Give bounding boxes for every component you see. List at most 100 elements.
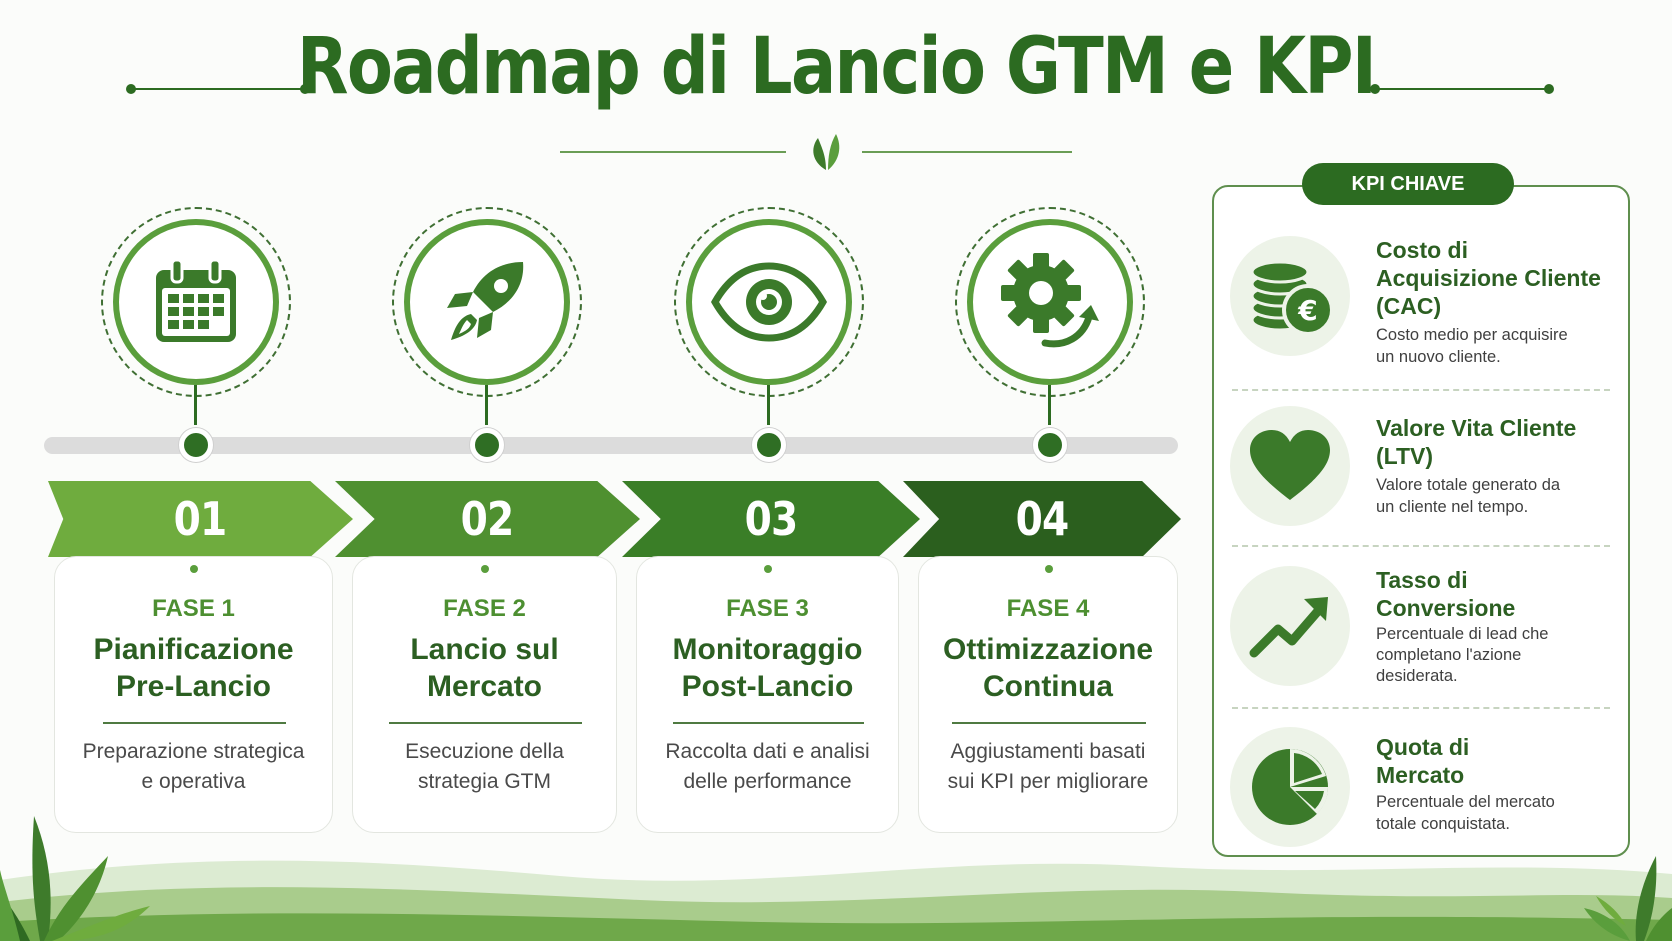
title-right-dot: [1544, 84, 1554, 94]
phase-4-card: FASE 4 Ottimizzazione Continua Aggiustam…: [918, 556, 1178, 833]
phase-title-line: Lancio sul: [410, 633, 559, 666]
kpi-title-line: Valore Vita Cliente: [1376, 415, 1577, 441]
right-plant-decoration: [1584, 856, 1672, 941]
kpi-description-line: completano l'azione: [1376, 646, 1522, 664]
kpi-separator: [1232, 545, 1610, 547]
subtitle-right-line: [862, 151, 1072, 153]
left-plant-decoration: [0, 816, 150, 941]
kpi-title: Tasso di Conversione: [1376, 566, 1612, 622]
title-left-end-dot: [300, 84, 310, 94]
kpi-title-line: Tasso di: [1376, 567, 1468, 593]
phase-1-number: 01: [174, 492, 228, 546]
card-divider: [952, 722, 1146, 724]
kpi-icon-circle: [1230, 727, 1350, 847]
kpi-title: Costo di Acquisizione Cliente (CAC): [1376, 236, 1612, 320]
card-connector-dot: [481, 565, 489, 573]
phase-label: FASE 2: [443, 595, 526, 622]
phase-description: Raccolta dati e analisi delle performanc…: [637, 737, 898, 797]
phase-description-line: delle performance: [683, 770, 852, 793]
title-right-line: [1375, 88, 1547, 90]
kpi-description-line: Costo medio per acquisire: [1376, 326, 1568, 344]
kpi-description: Percentuale del mercato totale conquista…: [1376, 791, 1612, 835]
kpi-description-line: un nuovo cliente.: [1376, 348, 1501, 366]
kpi-title-line: Acquisizione Cliente: [1376, 265, 1601, 291]
svg-text:€: €: [1297, 294, 1317, 327]
kpi-title-line: Costo di: [1376, 237, 1468, 263]
kpi-item-conversion: Tasso di Conversione Percentuale di lead…: [1230, 566, 1612, 696]
phase-3-node: [752, 428, 786, 462]
phase-title: Pianificazione Pre-Lancio: [55, 631, 332, 705]
card-divider: [103, 722, 286, 724]
kpi-title-line: Mercato: [1376, 762, 1465, 788]
timeline-track: [44, 437, 1178, 454]
phase-2-arrow: 02: [335, 481, 640, 557]
phase-3-number: 03: [744, 492, 799, 546]
kpi-header: KPI CHIAVE: [1302, 163, 1514, 205]
card-connector-dot: [764, 565, 772, 573]
kpi-description-line: desiderata.: [1376, 667, 1458, 685]
kpi-description: Costo medio per acquisire un nuovo clien…: [1376, 324, 1612, 368]
phase-title-line: Ottimizzazione: [942, 633, 1153, 666]
kpi-title: Valore Vita Cliente (LTV): [1376, 414, 1612, 470]
heart-icon: [1250, 430, 1330, 500]
kpi-description: Valore totale generato da un cliente nel…: [1376, 474, 1612, 518]
phase-title-line: Pianificazione: [93, 633, 294, 666]
kpi-title-line: Conversione: [1376, 595, 1516, 621]
kpi-icon-circle: [1230, 566, 1350, 686]
phase-description-line: e operativa: [141, 770, 246, 793]
phase-3-icon-ring: [686, 219, 852, 385]
phase-2-number: 02: [461, 492, 515, 546]
phase-4-node: [1033, 428, 1067, 462]
kpi-title-line: (LTV): [1376, 443, 1434, 469]
subtitle-left-line: [560, 151, 786, 153]
pie-chart-icon: [1252, 749, 1329, 825]
gear-refresh-icon: [1001, 253, 1099, 348]
phase-4-arrow: 04: [903, 481, 1181, 557]
phase-description: Aggiustamenti basati sui KPI per miglior…: [919, 737, 1177, 797]
kpi-item-ltv: Valore Vita Cliente (LTV) Valore totale …: [1230, 406, 1612, 536]
card-divider: [673, 722, 864, 724]
kpi-separator: [1232, 389, 1610, 391]
page-title: Roadmap di Lancio GTM e KPI: [296, 22, 1377, 112]
phase-description: Preparazione strategica e operativa: [55, 737, 332, 797]
kpi-separator: [1232, 707, 1610, 709]
phase-1-card: FASE 1 Pianificazione Pre-Lancio Prepara…: [54, 556, 333, 833]
phase-description-line: Aggiustamenti basati: [950, 740, 1146, 763]
phase-1-node: [179, 428, 213, 462]
phase-title: Lancio sul Mercato: [353, 631, 616, 705]
kpi-description-line: un cliente nel tempo.: [1376, 498, 1529, 516]
kpi-item-cac: € Costo di Acquisizione Cliente (CAC) Co…: [1230, 236, 1612, 376]
phase-title: Monitoraggio Post-Lancio: [637, 631, 898, 705]
phase-2-stem: [485, 385, 488, 425]
phase-title-line: Pre-Lancio: [115, 670, 272, 703]
phase-2-card: FASE 2 Lancio sul Mercato Esecuzione del…: [352, 556, 617, 833]
phase-3-arrow: 03: [622, 481, 920, 557]
card-connector-dot: [190, 565, 198, 573]
phase-description-line: strategia GTM: [417, 770, 552, 793]
kpi-description-line: totale conquistata.: [1376, 815, 1510, 833]
phase-description-line: Esecuzione della: [405, 740, 564, 763]
phase-4-icon-ring: [967, 219, 1133, 385]
phase-description: Esecuzione della strategia GTM: [353, 737, 616, 797]
phase-description-line: Raccolta dati e analisi: [665, 740, 870, 763]
phase-4-number: 04: [1015, 492, 1070, 546]
calendar-icon: [156, 258, 236, 342]
phase-title-line: Mercato: [426, 670, 543, 703]
phase-title-line: Continua: [983, 670, 1113, 703]
phase-2-icon-ring: [404, 219, 570, 385]
title-left-line: [131, 88, 303, 90]
leaf-icon: [813, 134, 840, 170]
phase-1-arrow: 01: [48, 481, 353, 557]
phase-2-node: [470, 428, 504, 462]
kpi-title-line: Quota di: [1376, 734, 1470, 760]
coins-euro-icon: €: [1250, 260, 1334, 336]
hills-decoration: [0, 860, 1672, 941]
phase-title-line: Post-Lancio: [681, 670, 854, 703]
phase-4-stem: [1048, 385, 1051, 425]
phase-label: FASE 3: [726, 595, 809, 622]
kpi-item-market-share: Quota di Mercato Percentuale del mercato…: [1230, 727, 1612, 847]
phase-label: FASE 4: [1006, 595, 1090, 622]
phase-3-card: FASE 3 Monitoraggio Post-Lancio Raccolta…: [636, 556, 899, 833]
phase-description-line: sui KPI per migliorare: [947, 770, 1149, 793]
phase-title-line: Monitoraggio: [672, 633, 863, 666]
